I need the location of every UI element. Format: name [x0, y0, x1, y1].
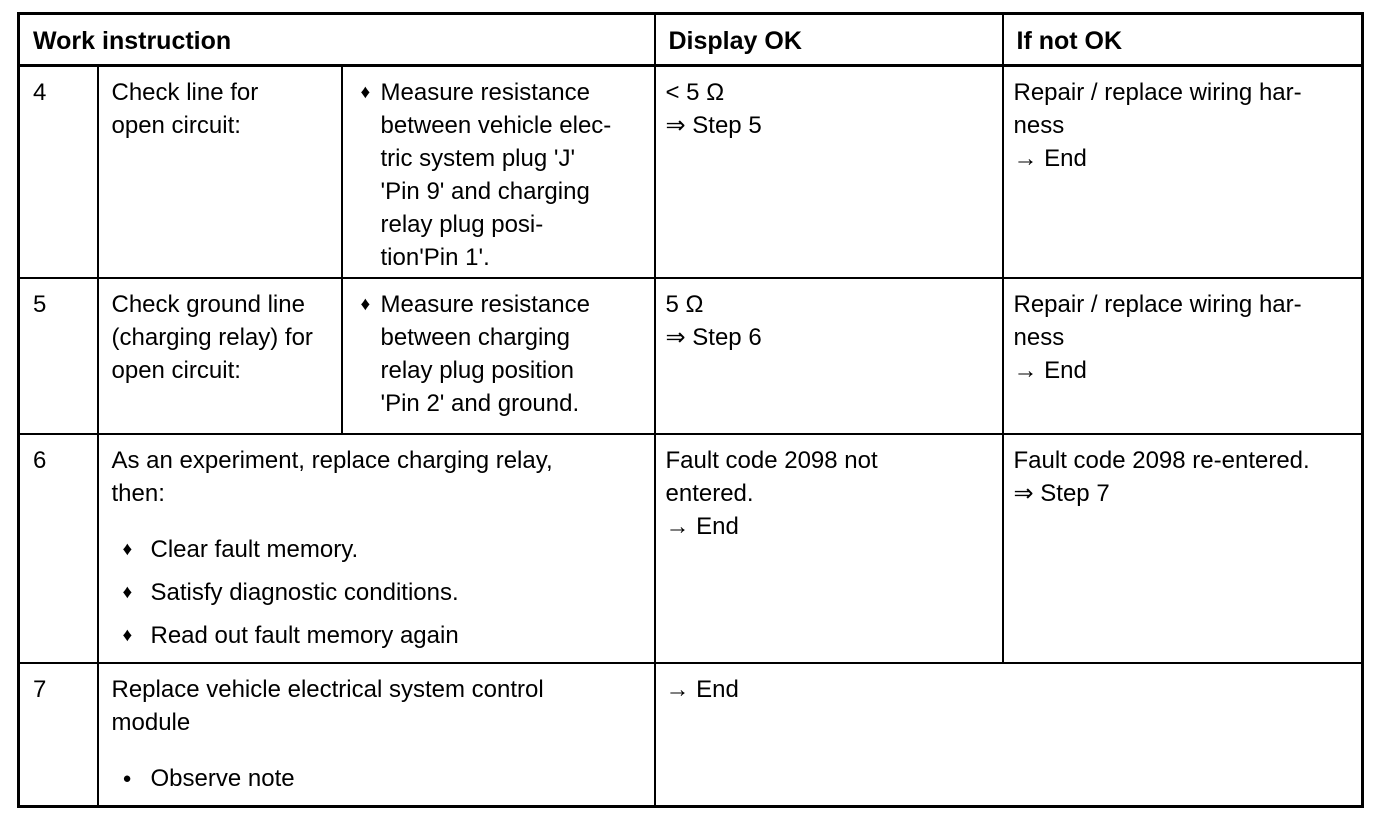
bullet-text: Satisfy diagnostic conditions.: [150, 578, 459, 606]
bullet-text: Clear fault memory.: [150, 535, 359, 563]
bullet-item: ♦ Measure resistance between vehicle ele…: [344, 76, 650, 274]
diamond-bullet-icon: ♦: [122, 538, 133, 560]
detail-cell: ♦ Measure resistance between vehicle ele…: [340, 64, 656, 279]
header-work-instruction: Work instruction: [17, 12, 656, 67]
step-number-text: 4: [33, 79, 47, 106]
step-number: 6: [17, 432, 99, 664]
if-not-ok-cell: Repair / replace wiring har- ness → End: [1001, 276, 1364, 435]
step-number-text: 7: [33, 675, 47, 703]
table-row-step-6: 6 As an experiment, replace charging rel…: [17, 432, 1364, 664]
if-not-ok-text: Fault code 2098 re-entered. ⇒ Step 7: [1013, 446, 1310, 507]
header-if-not-ok: If not OK: [1001, 12, 1364, 67]
diamond-bullet-icon: ♦: [122, 624, 133, 646]
display-ok-cell: < 5 Ω ⇒ Step 5: [653, 64, 1004, 279]
step-number: 7: [17, 661, 99, 807]
task-cell: Check ground line (charging relay) for o…: [96, 276, 343, 435]
bullet-text: Observe note: [150, 764, 295, 792]
result-text: → End: [665, 675, 739, 703]
bullet-item: ♦ Measure resistance between charging re…: [344, 288, 650, 420]
table-row-step-5: 5 Check ground line (charging relay) for…: [17, 276, 1364, 435]
detail-text: Measure resistance between charging rela…: [380, 290, 590, 417]
detail-text: Measure resistance between vehicle elec-…: [380, 79, 612, 271]
task-text: Check line for open circuit:: [111, 79, 259, 139]
result-cell-merged: → End: [653, 661, 1364, 807]
bullet-item: ● Observe note: [112, 762, 644, 795]
detail-cell: ♦ Measure resistance between charging re…: [340, 276, 656, 435]
header-display-ok: Display OK: [653, 12, 1004, 67]
task-intro-text: As an experiment, replace charging relay…: [111, 446, 553, 507]
if-not-ok-text: Repair / replace wiring har- ness → End: [1013, 79, 1302, 172]
if-not-ok-text: Repair / replace wiring har- ness → End: [1013, 290, 1302, 384]
step-number: 4: [17, 64, 99, 279]
table-row-step-7: 7 Replace vehicle electrical system cont…: [17, 661, 1364, 807]
bullet-list: ● Observe note: [112, 762, 644, 795]
bullet-text: Read out fault memory again: [150, 621, 459, 649]
bullet-item: ♦ Satisfy diagnostic conditions.: [112, 576, 644, 609]
task-cell-merged: As an experiment, replace charging relay…: [96, 432, 656, 664]
bullet-item: ♦ Clear fault memory.: [112, 533, 644, 566]
display-ok-cell: Fault code 2098 not entered. → End: [653, 432, 1004, 664]
bullet-list: ♦ Clear fault memory. ♦ Satisfy diagnost…: [112, 533, 644, 652]
if-not-ok-cell: Repair / replace wiring har- ness → End: [1001, 64, 1364, 279]
step-number: 5: [17, 276, 99, 435]
task-text: Check ground line (charging relay) for o…: [111, 290, 313, 384]
if-not-ok-cell: Fault code 2098 re-entered. ⇒ Step 7: [1001, 432, 1364, 664]
task-cell-merged: Replace vehicle electrical system contro…: [96, 661, 656, 807]
display-ok-cell: 5 Ω ⇒ Step 6: [653, 276, 1004, 435]
task-intro-text: Replace vehicle electrical system contro…: [111, 675, 544, 736]
diamond-bullet-icon: ♦: [360, 82, 371, 103]
work-instruction-table: Work instruction Display OK If not OK 4 …: [17, 12, 1364, 808]
display-ok-text: Fault code 2098 not entered. → End: [665, 446, 878, 540]
round-bullet-icon: ●: [122, 769, 132, 787]
display-ok-text: 5 Ω ⇒ Step 6: [665, 290, 762, 351]
diamond-bullet-icon: ♦: [360, 293, 371, 315]
task-cell: Check line for open circuit:: [96, 64, 343, 279]
table-header-row: Work instruction Display OK If not OK: [17, 12, 1364, 67]
table-row-step-4: 4 Check line for open circuit: ♦ Measure…: [17, 64, 1364, 279]
bullet-item: ♦ Read out fault memory again: [112, 619, 644, 652]
step-number-text: 6: [33, 446, 47, 474]
step-number-text: 5: [33, 290, 47, 318]
display-ok-text: < 5 Ω ⇒ Step 5: [665, 79, 762, 139]
diamond-bullet-icon: ♦: [122, 581, 133, 603]
